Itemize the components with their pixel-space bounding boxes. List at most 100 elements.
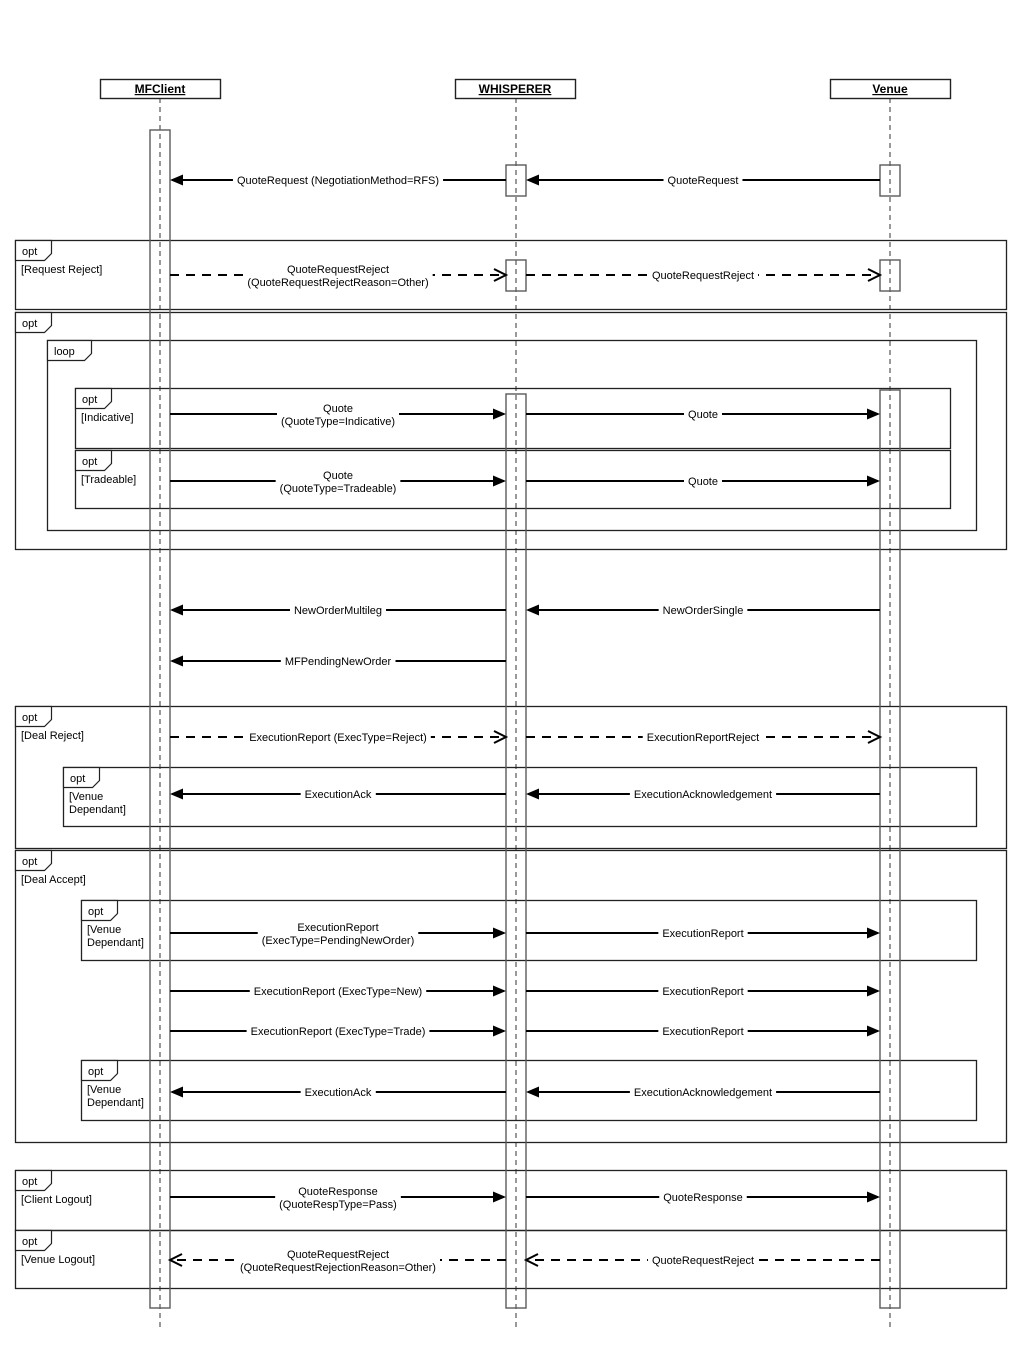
message-label-line: ExecutionReport [662,928,743,940]
message-label-backing [249,985,427,999]
open-arrowhead-icon [493,730,509,744]
frame-opt-venue-dep-3 [80,1059,978,1122]
message-label-execreport-new: ExecutionReport (ExecType=New) [254,986,422,998]
frame-opt-indicative [74,387,952,450]
message-label-line: QuoteRequestReject [287,1249,389,1261]
frame-operator-label: opt [22,856,37,868]
open-arrowhead-icon [867,268,883,282]
frame-guard-label: [Venue Logout] [21,1254,95,1266]
frame-opt-deal-reject [14,705,1008,850]
message-label-line: ExecutionAck [305,789,372,801]
frame-opt-venue-logout [14,1229,1008,1290]
frame-operator-label: opt [22,1176,37,1188]
frame-operator-label: opt [70,773,85,785]
frame-tab-opt-client-logout [14,1169,53,1192]
message-label-backing [659,1191,747,1205]
open-arrowhead-icon [493,268,509,282]
message-label-line: NewOrderMultileg [294,605,382,617]
message-label-execreport-trade: ExecutionReport (ExecType=Trade) [251,1026,426,1038]
actor-box-whisperer [454,78,577,100]
frame-tab-opt-quote-outer [14,311,53,334]
message-label-backing [642,731,764,745]
message-label-line: (ExecType=PendingNewOrder) [262,935,415,947]
activation-mfclient-main [149,129,171,1309]
actor-label-mfclient: MFClient [135,82,186,96]
message-label-execacknowledgement-2: ExecutionAcknowledgement [634,1087,772,1099]
message-label-line: QuoteRequestReject [652,1255,754,1267]
frame-operator-label: opt [88,906,103,918]
message-label-neworder-single: NewOrderSingle [663,605,744,617]
message-label-backing [289,604,387,618]
frame-guard-label: [Request Reject] [21,264,102,276]
message-label-execreport-trade-fwd: ExecutionReport [662,1026,743,1038]
message-label-line: QuoteResponse [663,1192,743,1204]
message-label-quoterequestreject-to-venue: QuoteRequestReject [652,270,754,282]
message-label-line: ExecutionReport [662,1026,743,1038]
message-label-line: ExecutionAcknowledgement [634,1087,772,1099]
actor-box-venue [829,78,952,100]
message-label-line: NewOrderSingle [663,605,744,617]
frame-guard-label: [Deal Reject] [21,730,84,742]
message-label-quoterequestreject-from-client: QuoteRequestReject(QuoteRequestRejectRea… [247,264,428,289]
frame-tab-opt-deal-accept [14,849,53,872]
message-label-backing [647,269,759,283]
frame-opt-venue-dep-1 [62,766,978,828]
message-label-neworder-multileg: NewOrderMultileg [294,605,382,617]
message-label-line: ExecutionReport [662,986,743,998]
message-label-backing [243,263,433,290]
message-label-venue-logout-reject: QuoteRequestReject(QuoteRequestRejection… [240,1249,436,1274]
message-label-execreport-pendingneworder: ExecutionReport(ExecType=PendingNewOrder… [262,922,415,947]
open-arrowhead-icon [523,1253,539,1267]
frame-guard-label: [Indicative] [81,412,134,424]
message-label-backing [275,1185,401,1212]
message-label-backing [280,655,396,669]
frame-tab-opt-venue-dep-3 [80,1059,119,1082]
arrowhead-icon [493,1025,506,1037]
message-label-backing [300,1086,376,1100]
message-label-line: QuoteRequest (NegotiationMethod=RFS) [237,175,439,187]
message-label-execreport-reject-fwd: ExecutionReportReject [647,732,760,744]
frame-tab-opt-venue-dep-1 [62,766,101,789]
message-label-line: QuoteRequestReject [652,270,754,282]
arrowhead-icon [493,985,506,997]
message-label-line: Quote [688,476,718,488]
frame-tab-opt-deal-reject [14,705,53,728]
frame-operator-label: opt [88,1066,103,1078]
message-label-backing [658,927,748,941]
arrowhead-icon [867,1025,880,1037]
message-label-execreport-pending-fwd: ExecutionReport [662,928,743,940]
message-label-backing [658,604,748,618]
message-label-backing [246,1025,430,1039]
frame-opt-quote-outer [14,311,1008,551]
arrowhead-icon [170,1086,183,1098]
frame-operator-label: opt [22,712,37,724]
message-label-backing [275,469,401,496]
message-label-line: Quote [688,409,718,421]
arrowhead-icon [170,174,183,186]
message-label-backing [257,921,419,948]
open-arrowhead-icon [167,1253,183,1267]
frame-guard-label: [Venue [87,1084,121,1096]
frame-tab-opt-request-reject [14,239,53,262]
frame-tab-loop-quotes [46,339,93,362]
message-label-quoteresponse-pass: QuoteResponse(QuoteRespType=Pass) [279,1186,397,1211]
message-label-line: Quote [323,403,353,415]
frame-operator-label: opt [22,246,37,258]
message-label-quote-indicative: Quote(QuoteType=Indicative) [281,403,395,428]
message-label-quoterequest-to-client: QuoteRequest (NegotiationMethod=RFS) [237,175,439,187]
arrowhead-icon [170,788,183,800]
message-label-execack-2: ExecutionAck [305,1087,372,1099]
message-label-quote-tradeable: Quote(QuoteType=Tradeable) [280,470,397,495]
message-label-line: ExecutionReport [297,922,378,934]
arrowhead-icon [867,1191,880,1203]
arrowhead-icon [493,1191,506,1203]
activation-venue-main [879,389,901,1309]
arrowhead-icon [170,604,183,616]
message-label-line: (QuoteRespType=Pass) [279,1199,397,1211]
message-label-line: ExecutionAcknowledgement [634,789,772,801]
message-label-line: (QuoteRequestRejectionReason=Other) [240,1262,436,1274]
message-label-line: QuoteRequest [668,175,739,187]
frame-opt-request-reject [14,239,1008,311]
message-label-quote-indicative-fwd: Quote [688,409,718,421]
